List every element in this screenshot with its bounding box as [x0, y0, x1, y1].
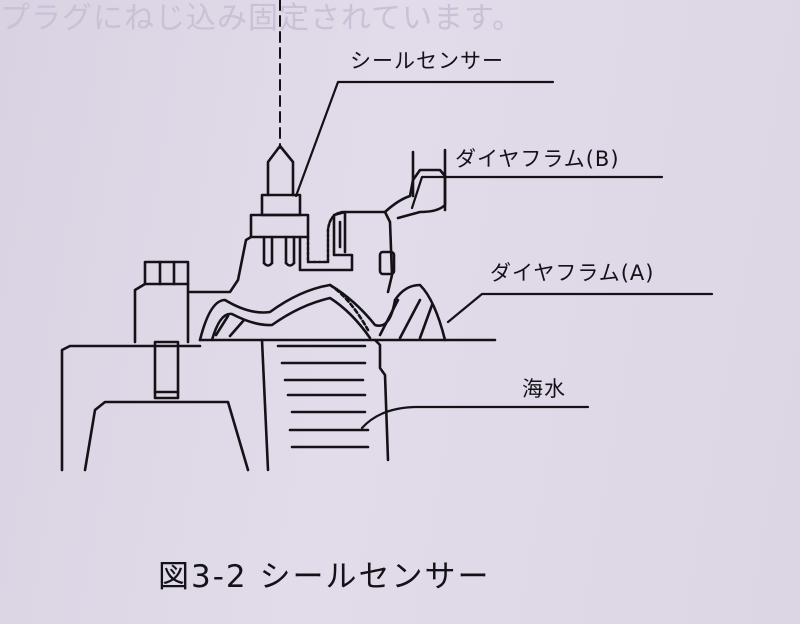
figure-caption: 図3-2 シールセンサー: [158, 559, 491, 595]
label-seal-sensor: シールセンサー: [350, 49, 504, 73]
bolt: [133, 260, 190, 400]
pump-body: [60, 338, 497, 472]
housing: [188, 148, 447, 294]
bleed-through-text: プラグにねじ込み固定されています。: [0, 1, 524, 36]
label-diaphragm-b: ダイヤフラム(B): [455, 147, 620, 171]
label-seawater: 海水: [522, 377, 566, 401]
diaphragm-a: [198, 283, 447, 342]
seawater-lines: [276, 344, 370, 449]
seal-sensor: [249, 144, 310, 267]
label-diaphragm-a: ダイヤフラム(A): [490, 261, 655, 285]
leader-lines: [294, 80, 714, 430]
